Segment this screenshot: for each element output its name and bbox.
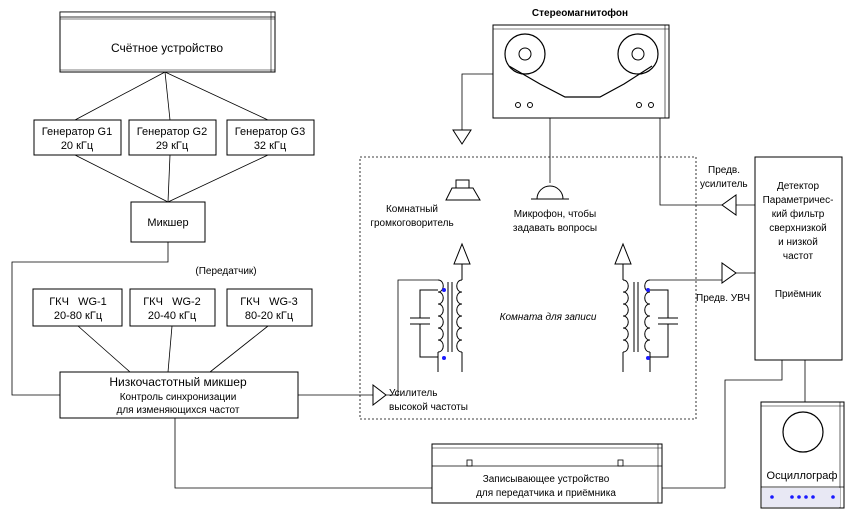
mixer-label: Микшер	[147, 217, 188, 229]
pre-uvch-label: Предв. УВЧ	[696, 293, 750, 304]
hf-amplifier-label-2: высокой частоты	[389, 402, 468, 413]
detector-label-1: Детектор	[777, 181, 820, 192]
generator-g1-name: Генератор G1	[42, 126, 112, 138]
pre-uvch-amplifier-icon	[721, 262, 737, 284]
hf-amplifier-icon	[372, 383, 387, 407]
speaker-icon	[445, 129, 481, 201]
receive-transformer	[622, 279, 678, 372]
pre-amp-label-2: усилитель	[700, 179, 748, 190]
room-label: Комната для записи	[500, 312, 597, 323]
wires	[11, 71, 806, 489]
transmit-transformer	[410, 279, 463, 372]
pre-amplifier-icon	[721, 194, 737, 216]
counter-label: Счётное устройство	[111, 41, 223, 55]
lf-mixer-title: Низкочастотный микшер	[109, 375, 247, 389]
generator-g2-freq: 29 кГц	[156, 140, 189, 152]
recorder-label-2: для передатчика и приёмника	[476, 488, 616, 499]
generator-g3-name: Генератор G3	[235, 126, 305, 138]
generator-g2-name: Генератор G2	[137, 126, 207, 138]
lf-mixer-sync-1: Контроль синхронизации	[120, 392, 237, 403]
counter-block: Счётное устройство	[59, 11, 276, 73]
wg3-name: ГКЧ WG-3	[240, 296, 298, 308]
tape-recorder	[492, 24, 670, 119]
speaker-label-1: Комнатный	[386, 204, 438, 215]
receiver-block: Детектор Параметричес- кий фильтр сверхн…	[754, 156, 843, 361]
transmitter-label: (Передатчик)	[195, 266, 256, 277]
receiver-label: Приёмник	[775, 289, 822, 300]
detector-label-2: Параметричес-	[763, 195, 834, 206]
wg2-name: ГКЧ WG-2	[143, 296, 201, 308]
wg2-range: 20-40 кГц	[148, 310, 197, 322]
left-reel-icon	[504, 33, 546, 75]
recorder-label-1: Записывающее устройство	[483, 474, 610, 485]
generator-g2: Генератор G2 29 кГц	[128, 119, 217, 156]
mixer-block: Микшер	[130, 201, 206, 243]
generator-g1-freq: 20 кГц	[61, 140, 94, 152]
wg3-range: 80-20 кГц	[245, 310, 294, 322]
oscilloscope-screen-icon	[782, 411, 824, 453]
right-reel-icon	[617, 33, 659, 75]
detector-label-5: и низкой	[778, 237, 818, 248]
sweep-generator-wg2: ГКЧ WG-2 20-40 кГц	[129, 288, 216, 327]
hf-amplifier-label-1: Усилитель	[389, 388, 437, 399]
oscilloscope-label: Осциллограф	[767, 470, 838, 482]
receive-antenna-icon	[614, 242, 632, 280]
microphone-label-2: задавать вопросы	[513, 223, 597, 234]
oscilloscope	[760, 401, 845, 509]
generator-g3-freq: 32 кГц	[254, 140, 287, 152]
sweep-generator-wg3: ГКЧ WG-3 80-20 кГц	[226, 288, 313, 327]
recording-room-boundary	[359, 156, 697, 420]
tape-recorder-title: Стереомагнитофон	[532, 7, 628, 19]
wg1-range: 20-80 кГц	[54, 310, 103, 322]
pre-amp-label-1: Предв.	[708, 165, 740, 176]
microphone-label-1: Микрофон, чтобы	[514, 208, 596, 220]
generator-g1: Генератор G1 20 кГц	[33, 119, 122, 156]
lf-mixer-block: Низкочастотный микшер Контроль синхрониз…	[59, 371, 299, 419]
detector-label-6: частот	[783, 251, 814, 262]
wg1-name: ГКЧ WG-1	[49, 296, 107, 308]
detector-label-3: кий фильтр	[772, 208, 825, 220]
speaker-label-2: громкоговоритель	[370, 218, 453, 229]
lf-mixer-sync-2: для изменяющихся частот	[117, 405, 240, 416]
sweep-generator-wg1: ГКЧ WG-1 20-80 кГц	[32, 288, 123, 327]
detector-label-4: сверхнизкой	[769, 223, 827, 234]
microphone-icon	[531, 185, 569, 200]
recorder-block	[431, 443, 663, 504]
transmit-antenna-icon	[453, 242, 471, 280]
generator-g3: Генератор G3 32 кГц	[226, 119, 315, 156]
